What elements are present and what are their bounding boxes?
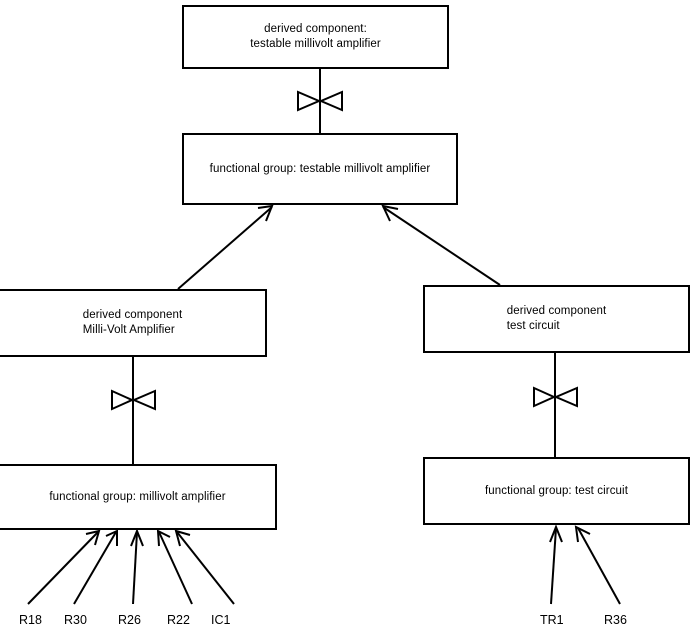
link-derived-to-functional-right: [533, 353, 578, 457]
node-fg-millivolt-amplifier[interactable]: functional group: millivolt amplifier: [0, 464, 277, 530]
node-line-1: derived component:: [264, 23, 367, 35]
node-line-1: functional group: millivolt amplifier: [49, 490, 226, 503]
node-label: derived component test circuit: [507, 304, 607, 334]
node-line-1: derived component: [82, 309, 183, 321]
bowtie-icon-right: [533, 386, 578, 408]
node-label: functional group: test circuit: [485, 484, 628, 499]
node-label: functional group: millivolt amplifier: [49, 490, 225, 505]
node-fg-test-circuit[interactable]: functional group: test circuit: [423, 457, 690, 525]
arrow-r18: [27, 529, 101, 605]
node-line-1: derived component: [506, 305, 607, 317]
leaf-label-r22[interactable]: R22: [167, 613, 190, 627]
arrow-r26: [130, 528, 144, 605]
arrow-r36: [574, 525, 621, 605]
leaf-label-r30[interactable]: R30: [64, 613, 87, 627]
leaf-label-r26[interactable]: R26: [118, 613, 141, 627]
arrow-r30: [73, 529, 118, 605]
node-line-2: test circuit: [506, 320, 560, 332]
node-derived-test-circuit[interactable]: derived component test circuit: [423, 285, 690, 353]
node-label: functional group: testable millivolt amp…: [210, 162, 431, 177]
node-line-2: Milli-Volt Amplifier: [82, 324, 175, 336]
leaf-label-tr1[interactable]: TR1: [540, 613, 564, 627]
arrow-testcircuit-to-testable: [381, 204, 501, 286]
link-derived-to-functional-top: [297, 69, 343, 133]
bowtie-icon-left: [111, 389, 156, 411]
link-derived-to-functional-left: [111, 357, 156, 464]
node-line-1: functional group: test circuit: [485, 484, 628, 497]
arrow-tr1: [549, 524, 563, 605]
arrow-r22: [156, 529, 193, 605]
node-label: derived component: testable millivolt amp…: [250, 22, 381, 52]
leaf-label-r36[interactable]: R36: [604, 613, 627, 627]
arrow-mva-to-testable: [177, 204, 274, 290]
node-derived-testable-millivolt-amplifier[interactable]: derived component: testable millivolt amp…: [182, 5, 449, 69]
node-line-2: testable millivolt amplifier: [250, 38, 381, 50]
bowtie-icon-top: [297, 90, 343, 112]
leaf-label-r18[interactable]: R18: [19, 613, 42, 627]
arrow-ic1: [174, 529, 235, 605]
node-line-1: functional group: testable millivolt amp…: [209, 162, 431, 175]
leaf-label-ic1[interactable]: IC1: [211, 613, 231, 627]
node-fg-testable-millivolt-amplifier[interactable]: functional group: testable millivolt amp…: [182, 133, 458, 205]
